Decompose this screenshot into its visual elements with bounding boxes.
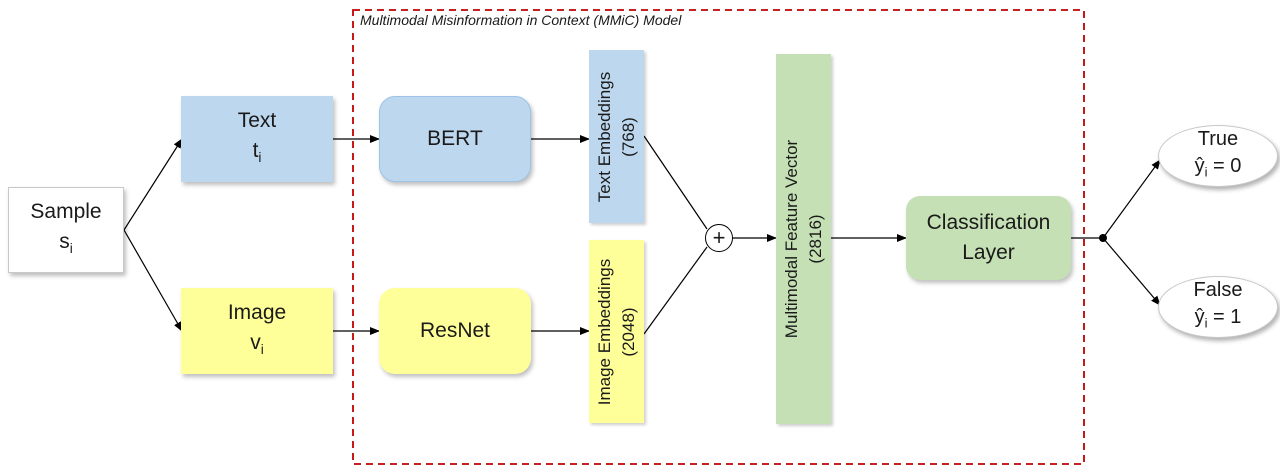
resnet-node: ResNet: [379, 288, 531, 374]
classification-line2: Layer: [962, 241, 1015, 264]
output-false-node: False ŷi = 1: [1158, 276, 1278, 338]
bert-node: BERT: [379, 96, 531, 182]
sample-label: Sample: [30, 199, 102, 223]
frame-title: Multimodal Misinformation in Context (MM…: [360, 12, 682, 28]
output-false-label: False: [1193, 279, 1243, 302]
feature-vector-label: Multimodal Feature Vector: [781, 139, 801, 339]
bert-label: BERT: [427, 127, 483, 150]
output-true-value: ŷi = 0: [1194, 155, 1242, 180]
image-input-symbol: vi: [250, 330, 264, 357]
feature-vector-caption: Multimodal Feature Vector (2816): [780, 140, 828, 338]
text-embeddings-bar: Text Embeddings (768): [589, 50, 644, 223]
classification-layer-node: Classification Layer: [906, 196, 1071, 280]
image-embeddings-bar: Image Embeddings (2048): [589, 240, 644, 423]
line-text-embeddings-to-concat: [643, 135, 708, 230]
text-embeddings-dim: (768): [618, 116, 638, 157]
line-image-embeddings-to-concat: [643, 246, 708, 335]
feature-vector-dim: (2816): [805, 214, 825, 264]
text-embeddings-caption: Text Embeddings (768): [593, 71, 641, 201]
text-embeddings-label: Text Embeddings: [594, 71, 614, 202]
arrow-split-to-true: [1102, 159, 1161, 239]
sample-node: Sample si: [8, 187, 124, 273]
classification-line1: Classification: [926, 211, 1051, 234]
resnet-label: ResNet: [419, 319, 491, 342]
arrow-sample-to-image: [123, 229, 183, 332]
text-input-node: Text ti: [181, 96, 333, 182]
text-input-label: Text: [237, 108, 277, 132]
output-true-node: True ŷi = 0: [1158, 125, 1278, 187]
mmic-model-frame: [352, 9, 1085, 465]
image-input-label: Image: [227, 300, 287, 324]
feature-vector-bar: Multimodal Feature Vector (2816): [776, 54, 831, 424]
arrow-split-to-false: [1102, 237, 1161, 306]
text-input-symbol: ti: [252, 138, 262, 165]
split-dot-icon: [1099, 234, 1107, 242]
image-input-node: Image vi: [181, 288, 333, 374]
image-embeddings-caption: Image Embeddings (2048): [593, 258, 641, 404]
image-embeddings-dim: (2048): [618, 306, 638, 357]
image-embeddings-label: Image Embeddings: [594, 258, 614, 405]
output-true-label: True: [1197, 128, 1239, 151]
arrow-sample-to-text: [123, 138, 183, 231]
sample-symbol: si: [59, 229, 73, 256]
concat-plus-icon: +: [705, 224, 733, 252]
output-false-value: ŷi = 1: [1194, 306, 1242, 331]
